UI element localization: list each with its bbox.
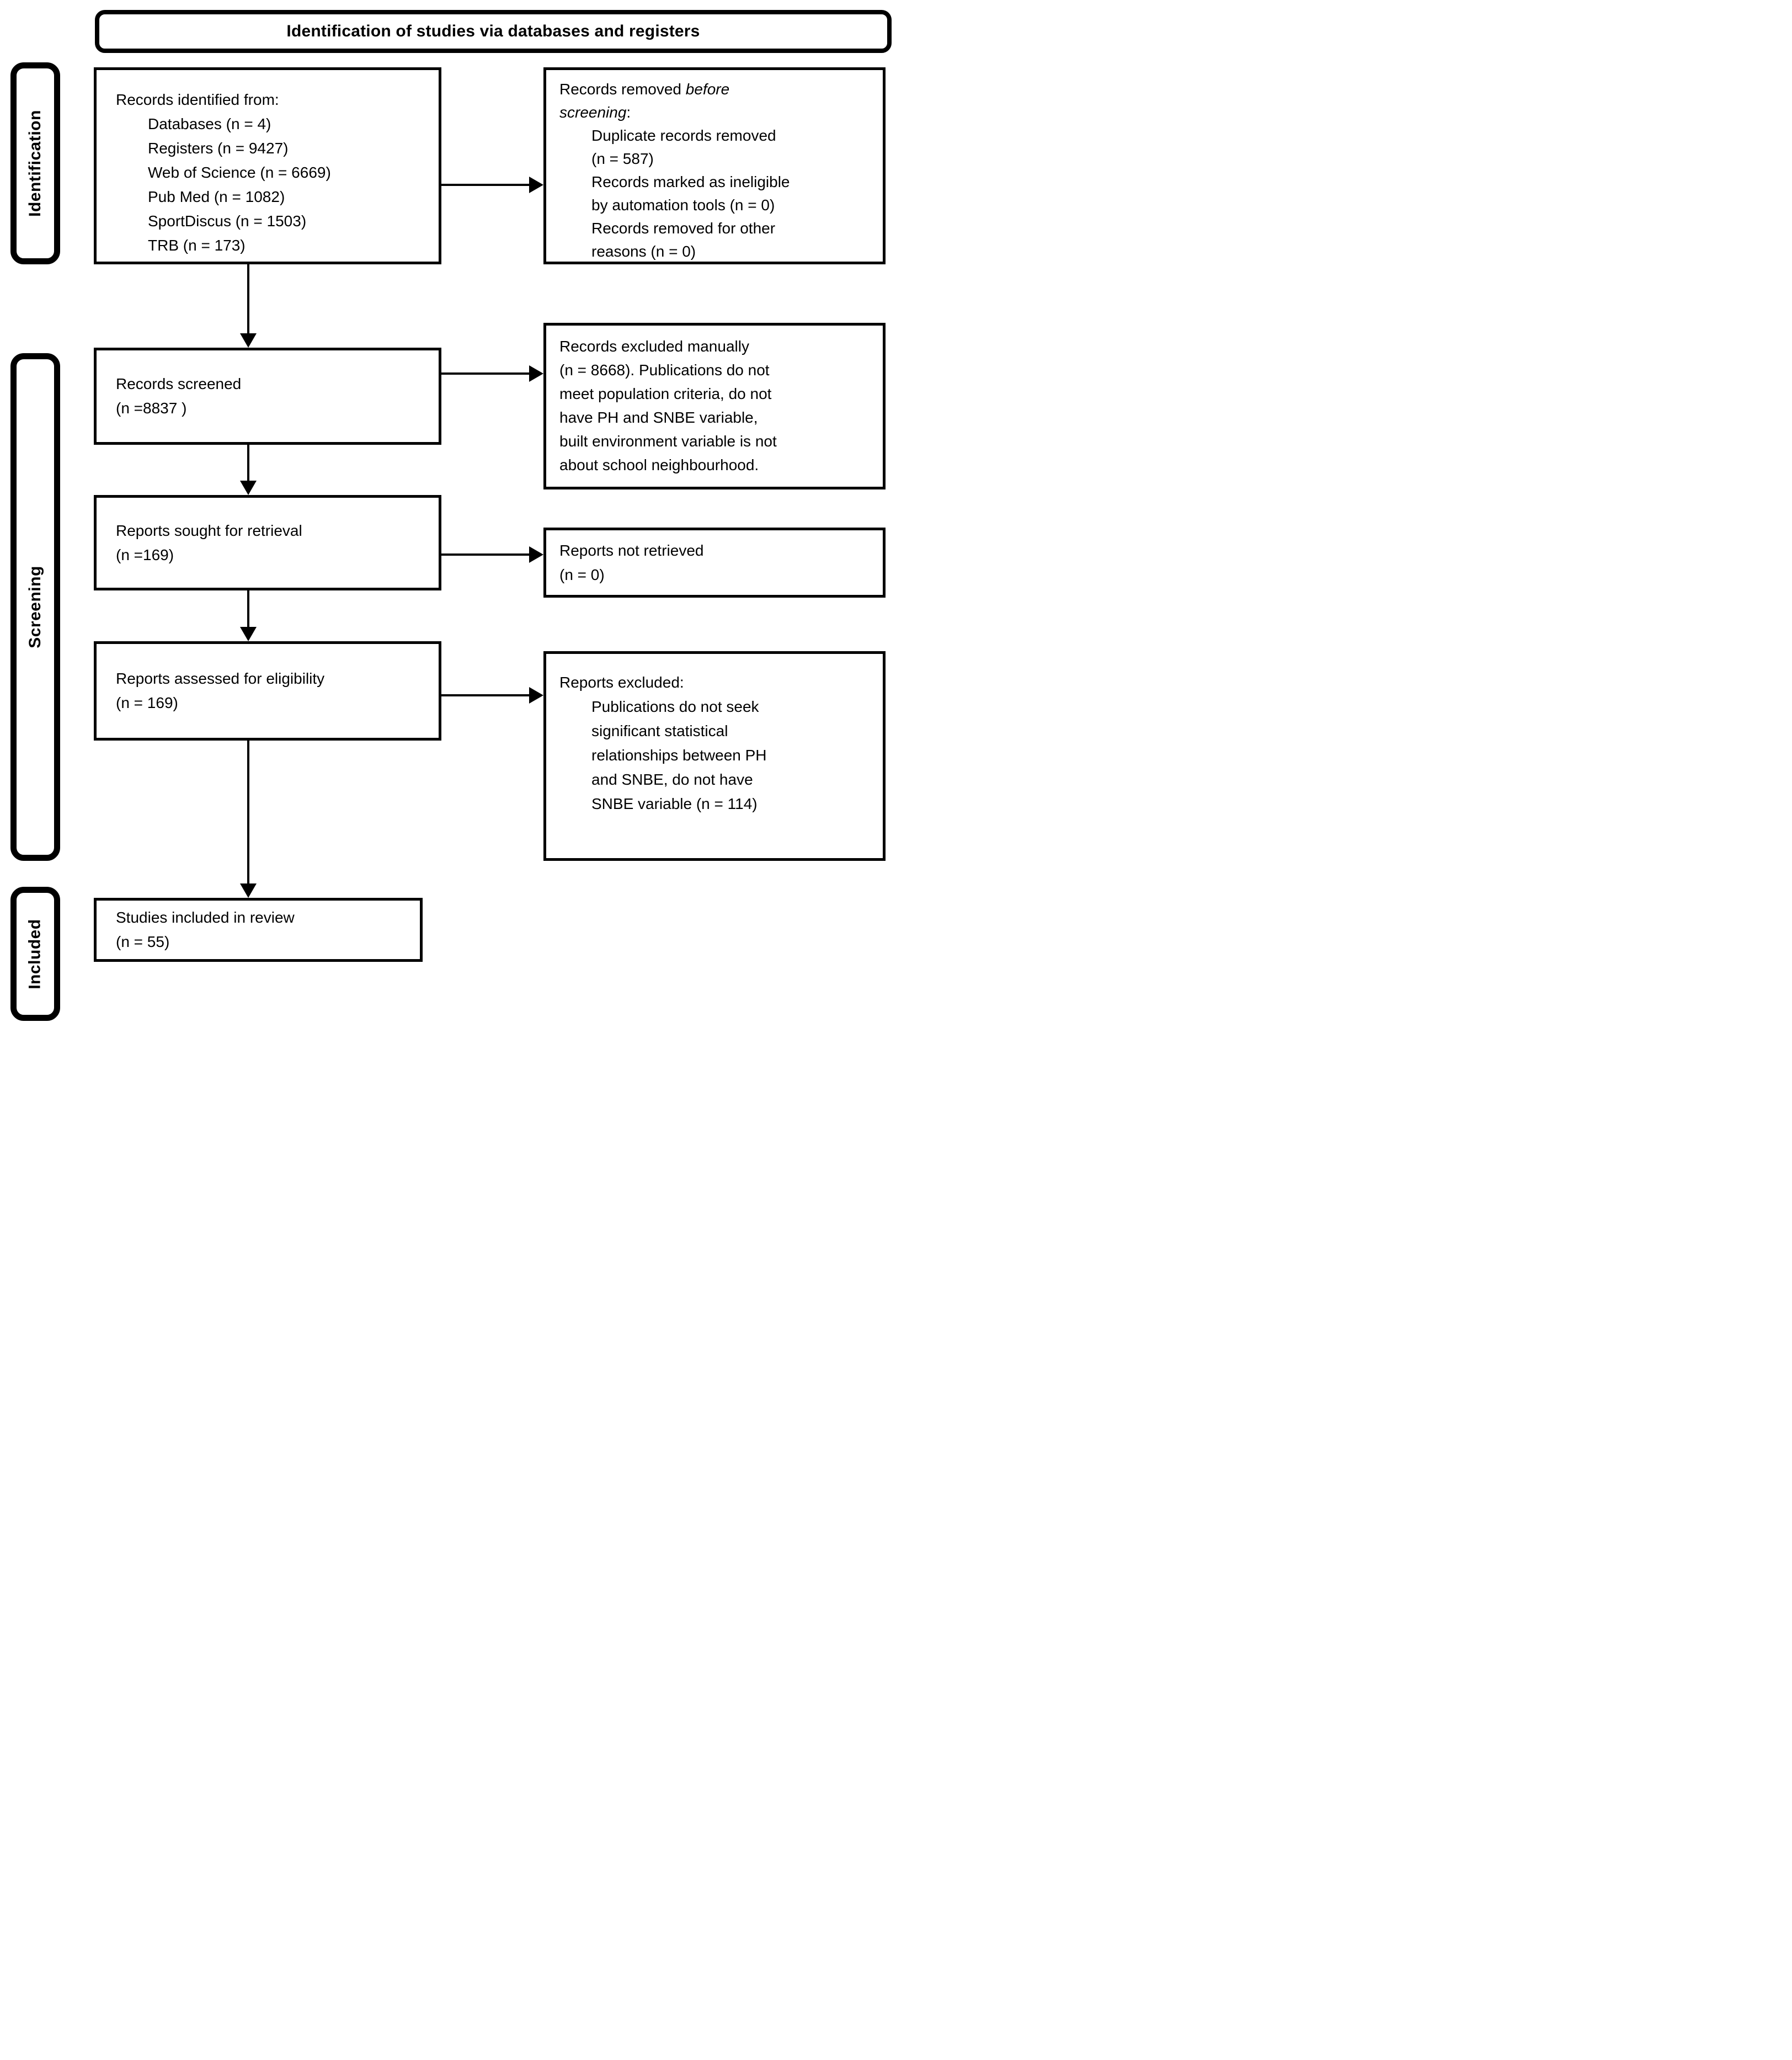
records-removed-item: (n = 587) — [591, 150, 654, 167]
down-arrow-identified-to-screened — [247, 264, 249, 333]
records-removed-heading-line1: Records removed before — [559, 78, 878, 101]
records-screened-count: (n =8837 ) — [116, 400, 187, 417]
records-removed-heading-italic: before — [685, 81, 730, 98]
box-reports-not-retrieved: Reports not retrieved (n = 0) — [543, 528, 886, 598]
records-removed-item: reasons (n = 0) — [591, 243, 696, 260]
reports-assessed-line: Reports assessed for eligibility — [116, 670, 325, 687]
records-excluded-line: built environment variable is not — [559, 433, 777, 450]
reports-excluded-item: Publications do not seek — [591, 698, 759, 715]
reports-sought-count: (n =169) — [116, 546, 174, 563]
records-removed-heading-line2: screening: — [559, 101, 878, 124]
box-records-screened: Records screened (n =8837 ) — [94, 348, 441, 445]
box-studies-included: Studies included in review (n = 55) — [94, 898, 423, 962]
records-excluded-line: about school neighbourhood. — [559, 456, 759, 473]
records-identified-item: Web of Science (n = 6669) — [148, 164, 331, 181]
studies-included-line: Studies included in review — [116, 909, 295, 926]
records-excluded-line: have PH and SNBE variable, — [559, 409, 758, 426]
records-removed-heading-plain: Records removed — [559, 81, 686, 98]
records-removed-item: Records marked as ineligible — [591, 173, 790, 190]
records-screened-line: Records screened — [116, 375, 242, 392]
records-removed-item: Records removed for other — [591, 220, 776, 237]
right-arrow-screened-to-excluded — [441, 372, 529, 375]
stage-label-screening-text: Screening — [26, 566, 44, 648]
box-records-excluded-manually: Records excluded manually (n = 8668). Pu… — [543, 323, 886, 489]
reports-assessed-count: (n = 169) — [116, 694, 178, 711]
down-arrow-assessed-to-included — [247, 741, 249, 883]
records-identified-item: Databases (n = 4) — [148, 115, 271, 132]
box-records-identified: Records identified from: Databases (n = … — [94, 67, 441, 264]
down-arrow-screened-to-sought — [247, 445, 249, 481]
records-identified-item: TRB (n = 173) — [148, 237, 246, 254]
right-arrow-assessed-to-excluded — [441, 694, 529, 696]
reports-excluded-item: SNBE variable (n = 114) — [591, 795, 758, 812]
box-records-removed: Records removed before screening: Duplic… — [543, 67, 886, 264]
box-reports-assessed: Reports assessed for eligibility (n = 16… — [94, 641, 441, 741]
stage-label-included-text: Included — [26, 918, 44, 989]
studies-included-count: (n = 55) — [116, 933, 170, 950]
stage-label-identification: Identification — [10, 62, 60, 264]
reports-not-retrieved-line: Reports not retrieved — [559, 541, 704, 559]
reports-sought-line: Reports sought for retrieval — [116, 521, 302, 539]
reports-excluded-item: significant statistical — [591, 722, 728, 739]
records-removed-heading-italic: screening — [559, 104, 627, 121]
stage-label-identification-text: Identification — [26, 110, 45, 217]
records-identified-item: Registers (n = 9427) — [148, 140, 289, 157]
stage-label-included: Included — [10, 887, 60, 1021]
reports-not-retrieved-count: (n = 0) — [559, 566, 605, 583]
diagram-title: Identification of studies via databases … — [286, 22, 700, 40]
records-excluded-line: (n = 8668). Publications do not — [559, 361, 770, 379]
records-removed-item: by automation tools (n = 0) — [591, 196, 775, 214]
records-removed-heading-colon: : — [626, 104, 631, 121]
right-arrow-identified-to-removed — [441, 184, 529, 186]
records-identified-item: SportDiscus (n = 1503) — [148, 212, 307, 230]
records-identified-item: Pub Med (n = 1082) — [148, 188, 285, 205]
reports-excluded-heading: Reports excluded: — [559, 674, 684, 691]
records-excluded-line: meet population criteria, do not — [559, 385, 772, 402]
right-arrow-sought-to-not-retrieved — [441, 553, 529, 556]
prisma-flow-diagram: Identification of studies via databases … — [0, 0, 896, 1030]
records-excluded-line: Records excluded manually — [559, 338, 749, 355]
stage-label-screening: Screening — [10, 353, 60, 861]
diagram-title-box: Identification of studies via databases … — [95, 10, 892, 53]
down-arrow-sought-to-assessed — [247, 590, 249, 627]
box-reports-sought: Reports sought for retrieval (n =169) — [94, 495, 441, 590]
reports-excluded-item: relationships between PH — [591, 747, 767, 764]
box-reports-excluded: Reports excluded: Publications do not se… — [543, 651, 886, 861]
reports-excluded-item: and SNBE, do not have — [591, 771, 753, 788]
records-removed-item: Duplicate records removed — [591, 127, 776, 144]
records-identified-heading: Records identified from: — [116, 91, 279, 108]
